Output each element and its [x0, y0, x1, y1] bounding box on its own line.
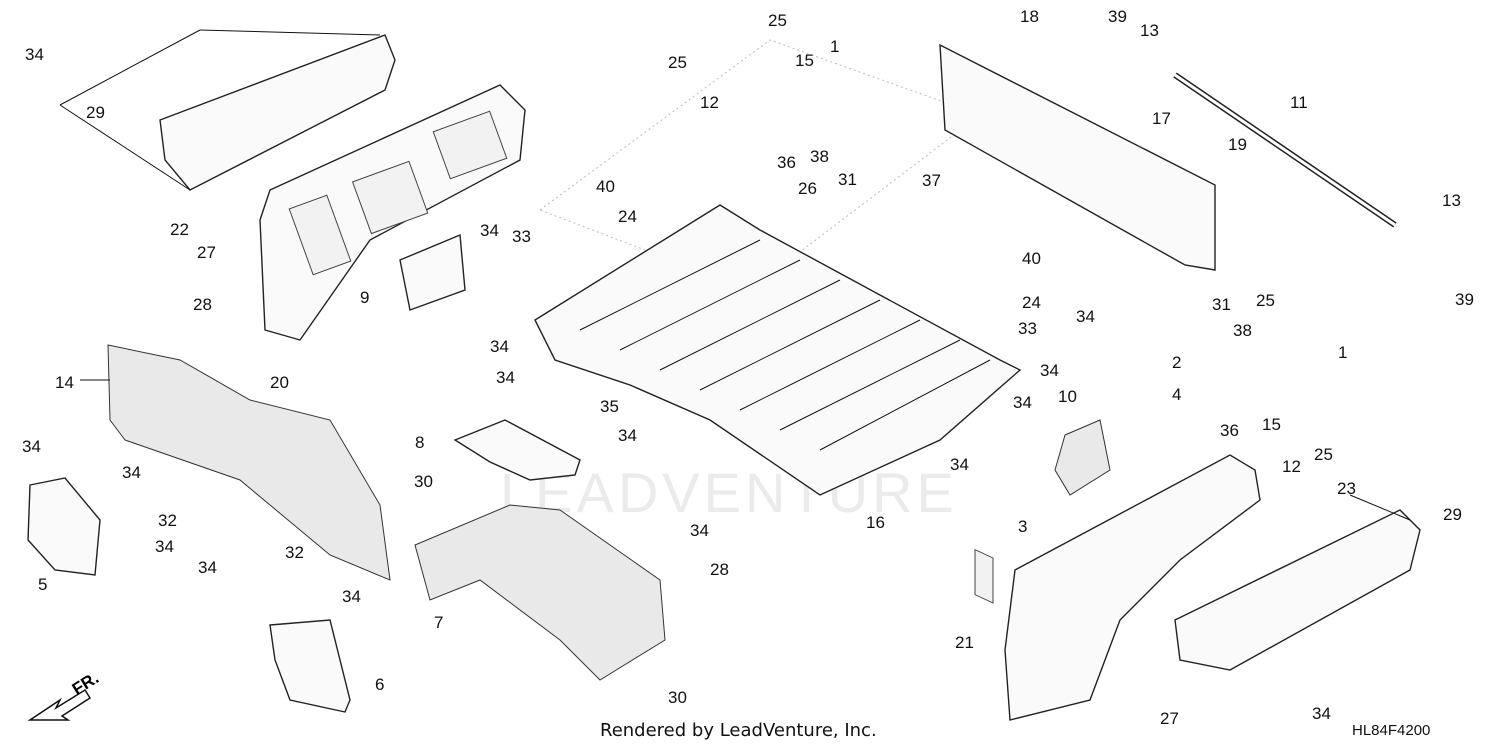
bracket-6[interactable]: [269, 619, 351, 713]
callout-34[interactable]: 34: [490, 337, 509, 356]
callout-35[interactable]: 35: [600, 397, 619, 416]
callout-28[interactable]: 28: [710, 560, 729, 579]
callout-12[interactable]: 12: [1282, 457, 1301, 476]
callout-13[interactable]: 13: [1442, 191, 1461, 210]
callout-26[interactable]: 26: [798, 179, 817, 198]
callout-22[interactable]: 22: [170, 220, 189, 239]
callout-32[interactable]: 32: [158, 511, 177, 530]
callout-24[interactable]: 24: [1022, 293, 1041, 312]
dotted-outline-region: [538, 39, 982, 291]
callout-34[interactable]: 34: [342, 587, 361, 606]
callout-30[interactable]: 30: [414, 472, 433, 491]
callout-15[interactable]: 15: [1262, 415, 1281, 434]
panel-23[interactable]: [1174, 494, 1421, 671]
tailgate-17[interactable]: [939, 43, 1216, 604]
callout-27[interactable]: 27: [197, 243, 216, 262]
bed-ribs: [579, 239, 991, 451]
callout-1[interactable]: 1: [830, 37, 839, 56]
callout-28[interactable]: 28: [193, 295, 212, 314]
callout-34[interactable]: 34: [618, 426, 637, 445]
callout-25[interactable]: 25: [1256, 291, 1275, 310]
diagram-code: HL84F4200: [1352, 722, 1431, 739]
bed-floor-16[interactable]: [534, 204, 1022, 496]
callout-40[interactable]: 40: [1022, 249, 1041, 268]
callout-34[interactable]: 34: [1040, 361, 1059, 380]
callout-31[interactable]: 31: [838, 170, 857, 189]
cross-member-14[interactable]: [80, 344, 391, 581]
callout-30[interactable]: 30: [668, 688, 687, 707]
footer-credit: Rendered by LeadVenture, Inc.: [600, 720, 877, 741]
callout-3[interactable]: 3: [1018, 517, 1027, 536]
callout-34[interactable]: 34: [950, 455, 969, 474]
callout-39[interactable]: 39: [1108, 7, 1127, 26]
callout-16[interactable]: 16: [866, 513, 885, 532]
bracket-10[interactable]: [1054, 419, 1111, 496]
callout-5[interactable]: 5: [38, 575, 47, 594]
callout-34[interactable]: 34: [496, 368, 515, 387]
callout-29[interactable]: 29: [86, 103, 105, 122]
callout-34[interactable]: 34: [198, 558, 217, 577]
callout-34[interactable]: 34: [155, 537, 174, 556]
guard-7[interactable]: [414, 504, 666, 681]
callout-29[interactable]: 29: [1443, 505, 1462, 524]
panel-22[interactable]: [59, 29, 396, 191]
callout-38[interactable]: 38: [1233, 321, 1252, 340]
front-direction-arrow-icon: [27, 688, 92, 721]
callout-25[interactable]: 25: [1314, 445, 1333, 464]
callout-38[interactable]: 38: [810, 147, 829, 166]
callout-13[interactable]: 13: [1140, 21, 1159, 40]
callout-23[interactable]: 23: [1337, 479, 1356, 498]
callout-labels: 34 29 22 27 28 20 14 34 34 5 32 34 34 32…: [22, 7, 1474, 728]
side-panel-21[interactable]: [1004, 454, 1261, 721]
callout-4[interactable]: 4: [1172, 385, 1181, 404]
callout-6[interactable]: 6: [375, 675, 384, 694]
bracket-9[interactable]: [399, 233, 466, 311]
tailgate-ribs: [974, 548, 994, 604]
callout-8[interactable]: 8: [415, 433, 424, 452]
callout-36[interactable]: 36: [777, 153, 796, 172]
callout-33[interactable]: 33: [1018, 319, 1037, 338]
callout-17[interactable]: 17: [1152, 109, 1171, 128]
callout-15[interactable]: 15: [795, 51, 814, 70]
callout-2[interactable]: 2: [1172, 353, 1181, 372]
callout-11[interactable]: 11: [1290, 93, 1308, 112]
callout-27[interactable]: 27: [1160, 709, 1179, 728]
callout-10[interactable]: 10: [1058, 387, 1077, 406]
callout-12[interactable]: 12: [700, 93, 719, 112]
callout-34[interactable]: 34: [25, 45, 44, 64]
side-panel-20[interactable]: [259, 84, 526, 341]
callout-14[interactable]: 14: [55, 373, 74, 392]
callout-18[interactable]: 18: [1020, 7, 1039, 26]
callout-7[interactable]: 7: [434, 613, 443, 632]
callout-39[interactable]: 39: [1455, 290, 1474, 309]
callout-34[interactable]: 34: [22, 437, 41, 456]
callout-31[interactable]: 31: [1212, 295, 1231, 314]
callout-34[interactable]: 34: [1076, 307, 1095, 326]
callout-36[interactable]: 36: [1220, 421, 1239, 440]
callout-24[interactable]: 24: [618, 207, 637, 226]
callout-25[interactable]: 25: [668, 53, 687, 72]
callout-37[interactable]: 37: [922, 171, 941, 190]
rod-11[interactable]: [1173, 72, 1397, 228]
callout-34[interactable]: 34: [480, 221, 499, 240]
callout-34[interactable]: 34: [122, 463, 141, 482]
callout-1[interactable]: 1: [1338, 343, 1347, 362]
callout-19[interactable]: 19: [1228, 135, 1247, 154]
plate-8[interactable]: [453, 419, 581, 481]
callout-9[interactable]: 9: [360, 288, 369, 307]
callout-25[interactable]: 25: [768, 11, 787, 30]
callout-20[interactable]: 20: [270, 373, 289, 392]
callout-34[interactable]: 34: [1013, 393, 1032, 412]
callout-33[interactable]: 33: [512, 227, 531, 246]
callout-40[interactable]: 40: [596, 177, 615, 196]
callout-34[interactable]: 34: [690, 521, 709, 540]
callout-21[interactable]: 21: [955, 633, 974, 652]
bracket-5[interactable]: [27, 477, 101, 576]
callout-32[interactable]: 32: [285, 543, 304, 562]
callout-34[interactable]: 34: [1312, 704, 1331, 723]
